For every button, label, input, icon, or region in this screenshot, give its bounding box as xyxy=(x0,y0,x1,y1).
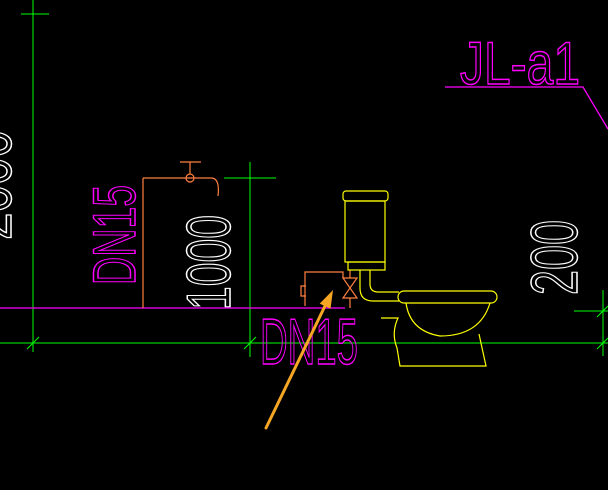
toilet-fixture xyxy=(342,190,498,367)
faucet-valve-icon xyxy=(185,173,195,183)
branch-pipe xyxy=(304,271,344,306)
flush-pipe-outer xyxy=(359,270,399,302)
valve-height-dimension-text: 200 xyxy=(517,220,591,295)
flush-pipe-inner xyxy=(369,270,399,293)
toilet-seat-rim xyxy=(397,290,498,304)
right-top-diagonal-tick xyxy=(596,305,608,318)
right-bottom-tick xyxy=(596,337,608,350)
faucet-riser xyxy=(142,161,219,308)
middle-bottom-tick xyxy=(243,336,257,350)
faucet-height-dimension-text: 1000 xyxy=(175,215,244,310)
toilet-bowl xyxy=(405,302,491,337)
arrow-shaft xyxy=(264,304,327,430)
arrow-head-icon xyxy=(319,290,333,309)
faucet-spout xyxy=(211,177,219,197)
callout-arrow xyxy=(264,290,333,430)
riser-label-group: JL-a1 xyxy=(445,29,608,130)
toilet-supply-branch xyxy=(300,270,359,308)
dimension-lines xyxy=(0,0,608,357)
toilet-tank-base xyxy=(347,261,386,271)
toilet-pedestal xyxy=(381,317,487,367)
riser-label: JL-a1 xyxy=(460,30,580,97)
left-dimension-text: 2000 xyxy=(0,130,25,240)
riser-pipe-size-label: DN15 xyxy=(81,185,148,285)
riser-leader-line xyxy=(445,86,608,130)
angle-valve-icon xyxy=(341,277,359,299)
branch-bracket xyxy=(300,285,306,297)
